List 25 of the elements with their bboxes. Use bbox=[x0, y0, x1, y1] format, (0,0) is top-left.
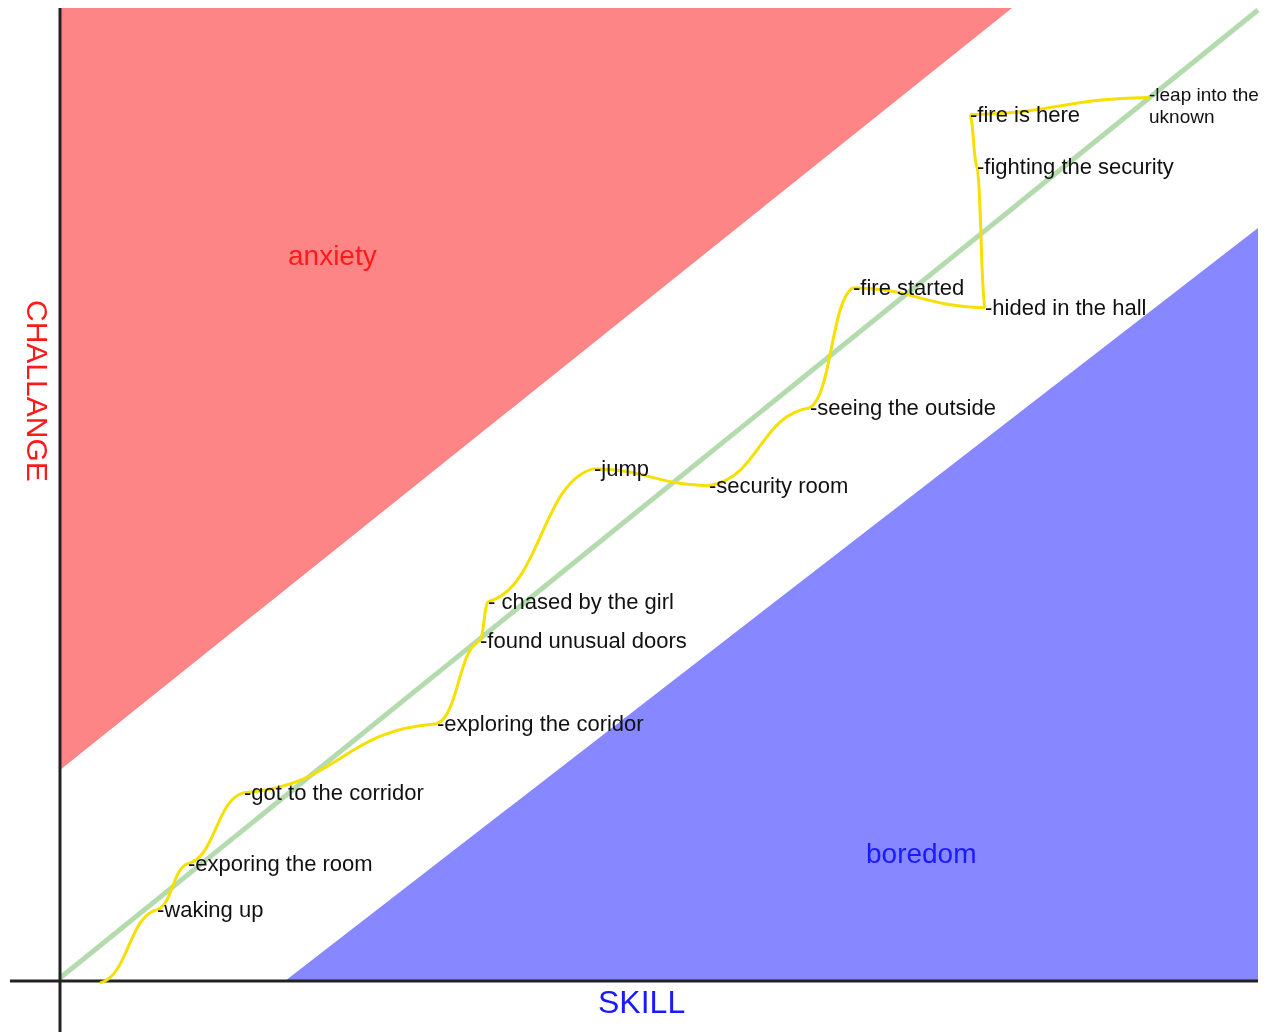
path-line bbox=[975, 166, 987, 308]
event-label: -security room bbox=[709, 473, 849, 499]
path-line bbox=[478, 601, 490, 642]
axis-title: SKILL bbox=[598, 986, 686, 1018]
event-label: -exploring the coridor bbox=[437, 711, 644, 737]
path-line bbox=[436, 639, 481, 725]
event-label: -hided in the hall bbox=[985, 295, 1147, 321]
path-line bbox=[808, 286, 855, 409]
event-label: -leap into the uknown bbox=[1149, 84, 1259, 128]
path-line bbox=[487, 467, 595, 604]
event-label: - chased by the girl bbox=[488, 589, 674, 615]
axis-title: CHALLANGE bbox=[22, 300, 52, 482]
path-line bbox=[99, 908, 158, 985]
event-label: -found unusual doors bbox=[480, 628, 687, 654]
event-label: -waking up bbox=[157, 897, 264, 923]
region-label: anxiety bbox=[288, 240, 377, 272]
region-label: boredom bbox=[866, 838, 977, 870]
event-label: -exporing the room bbox=[188, 851, 373, 877]
event-label: -fighting the security bbox=[977, 154, 1174, 180]
path-line bbox=[187, 791, 245, 866]
path-line bbox=[708, 406, 811, 488]
path-line bbox=[243, 722, 438, 795]
path-line bbox=[156, 862, 189, 911]
path-line bbox=[968, 114, 979, 168]
event-label: -seeing the outside bbox=[810, 395, 996, 421]
